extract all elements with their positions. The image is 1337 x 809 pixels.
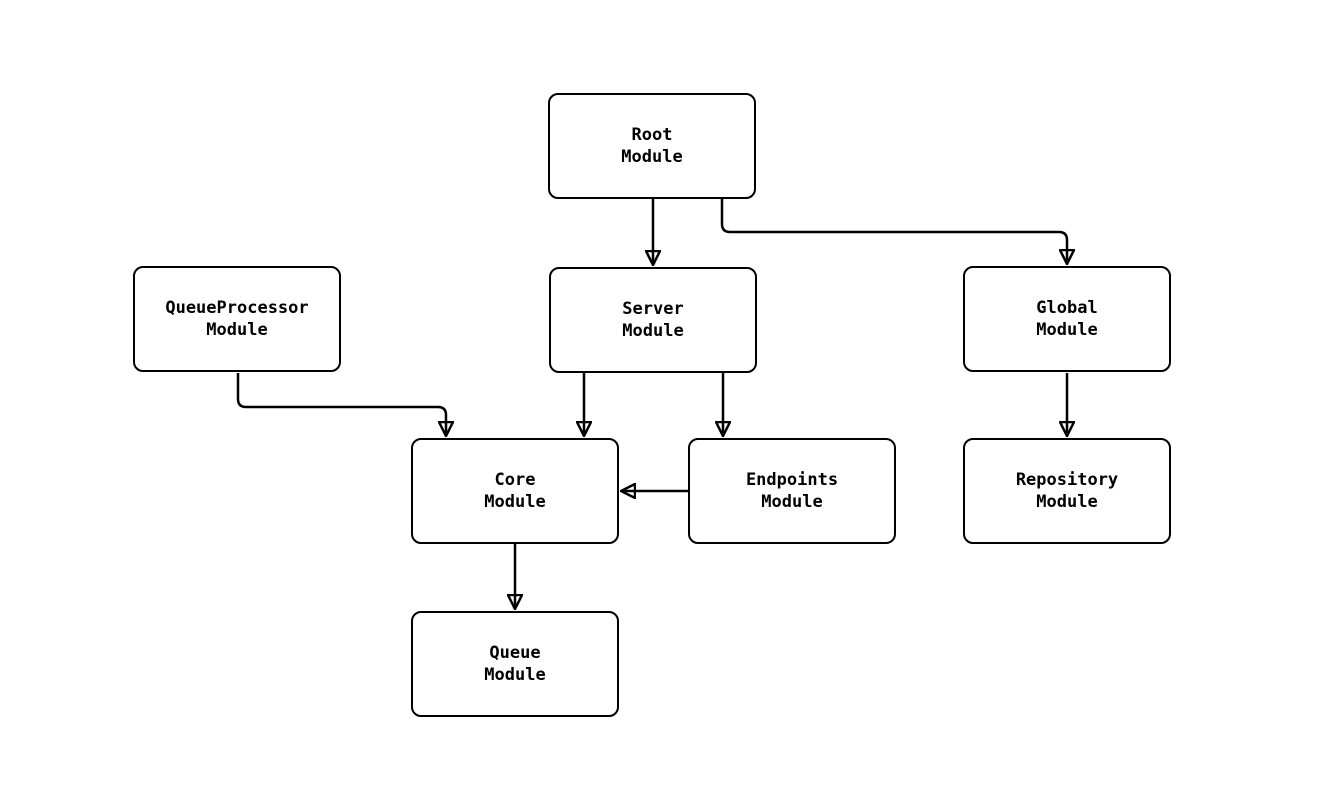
node-label-line: Module bbox=[1036, 320, 1098, 340]
node-label-line: Core bbox=[494, 470, 536, 490]
node-root-module: Root Module bbox=[548, 93, 756, 199]
node-label-line: Module bbox=[206, 320, 268, 340]
node-label-line: Repository bbox=[1015, 470, 1119, 490]
node-label-line: Queue bbox=[489, 643, 541, 663]
node-label-line: Module bbox=[484, 665, 546, 685]
node-global-module: Global Module bbox=[963, 266, 1171, 372]
node-label-line: Server bbox=[622, 299, 684, 319]
node-label-line: Module bbox=[621, 147, 683, 167]
node-label-line: Root bbox=[631, 125, 673, 145]
node-queue-module: Queue Module bbox=[411, 611, 619, 717]
node-core-module: Core Module bbox=[411, 438, 619, 544]
node-label-line: Endpoints bbox=[745, 470, 839, 490]
node-label-line: Global bbox=[1036, 298, 1098, 318]
node-label-line: Module bbox=[484, 492, 546, 512]
node-repository-module: Repository Module bbox=[963, 438, 1171, 544]
node-label-line: QueueProcessor bbox=[165, 298, 309, 318]
edge-root-to-global bbox=[720, 198, 1067, 263]
node-label-line: Module bbox=[1036, 492, 1098, 512]
node-queueprocessor-module: QueueProcessor Module bbox=[133, 266, 341, 372]
node-label-line: Module bbox=[622, 321, 684, 341]
node-server-module: Server Module bbox=[549, 267, 757, 373]
edge-queueprocessor-to-core bbox=[236, 373, 446, 435]
node-endpoints-module: Endpoints Module bbox=[688, 438, 896, 544]
node-label-line: Module bbox=[761, 492, 823, 512]
